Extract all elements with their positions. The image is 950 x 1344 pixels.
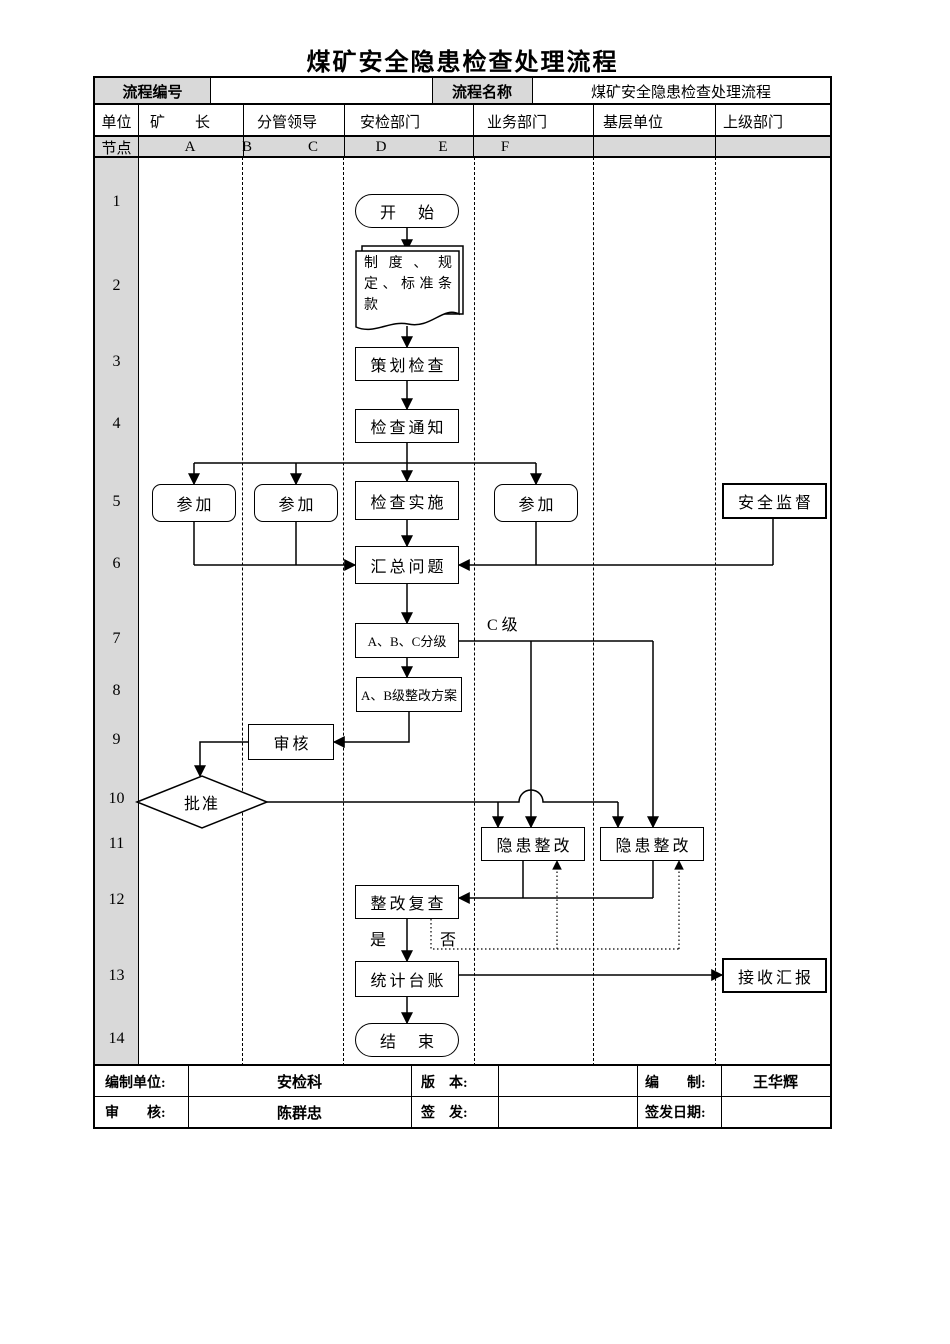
row-number: 4 xyxy=(112,415,121,432)
column-header-grassroots-unit: 基层单位 xyxy=(603,114,664,131)
table-line xyxy=(432,78,433,105)
table-outer-border xyxy=(93,76,832,1129)
label-c-level: C 级 xyxy=(487,617,518,634)
label-yes: 是 xyxy=(370,932,387,949)
node-hazard-rectification-business: 隐患整改 xyxy=(481,827,585,861)
node-start: 开 始 xyxy=(355,194,459,228)
node-plan-inspection: 策划检查 xyxy=(355,347,459,381)
column-header-mine-director: 矿 长 xyxy=(150,114,211,131)
table-line xyxy=(95,156,830,158)
column-divider xyxy=(242,157,243,1066)
row-number: 11 xyxy=(108,835,125,852)
process-no-label-cell: 流程编号 xyxy=(95,78,210,105)
node-letter-c: C xyxy=(307,139,318,155)
node-source-document-text: 制度、规定、标准条款 xyxy=(364,256,456,313)
row-number: 2 xyxy=(112,277,121,294)
table-line xyxy=(532,78,533,105)
table-line xyxy=(95,135,830,137)
table-line xyxy=(473,105,474,157)
label-no: 否 xyxy=(440,932,457,949)
node-label-cell: 节点 xyxy=(101,140,132,157)
footer-prepared-by-value: 安检科 xyxy=(276,1075,322,1091)
table-line xyxy=(498,1066,499,1127)
table-line xyxy=(715,105,716,157)
column-header-superior-dept: 上级部门 xyxy=(723,114,784,131)
table-line xyxy=(95,1064,830,1066)
decision-diamond-shape xyxy=(134,775,270,829)
document-shape xyxy=(355,250,460,331)
table-line xyxy=(210,78,211,105)
dotted-no-feedback-connectors xyxy=(430,860,684,950)
node-inspection-implement: 检查实施 xyxy=(355,481,459,520)
row-number: 13 xyxy=(108,967,125,984)
footer-issued-by-label: 签 发: xyxy=(421,1106,468,1121)
footer-compiler-label: 编 制: xyxy=(645,1075,706,1091)
node-participate-business: 参加 xyxy=(494,484,578,522)
table-line xyxy=(95,103,830,105)
row-number: 8 xyxy=(112,682,121,699)
column-header-safety-dept: 安检部门 xyxy=(360,114,421,131)
table-line xyxy=(95,1096,830,1097)
node-letter-b: B xyxy=(241,139,252,155)
footer-prepared-by-label: 编制单位: xyxy=(105,1075,166,1091)
table-line xyxy=(637,1066,638,1127)
flow-shapes xyxy=(134,245,464,829)
row-number-column xyxy=(95,157,138,1066)
node-summarize-issues: 汇总问题 xyxy=(355,546,459,584)
row-number: 9 xyxy=(112,731,121,748)
table-line xyxy=(188,1066,189,1127)
row-number: 14 xyxy=(108,1030,125,1047)
row-number: 7 xyxy=(112,630,121,647)
process-name-label-cell: 流程名称 xyxy=(432,78,532,105)
row-number: 5 xyxy=(112,493,121,510)
node-end: 结 束 xyxy=(355,1023,459,1057)
table-line xyxy=(344,105,345,157)
column-divider xyxy=(593,157,594,1066)
column-header-leader: 分管领导 xyxy=(257,114,318,131)
row-number: 3 xyxy=(112,353,121,370)
node-row-band xyxy=(95,137,830,157)
node-letter-f: F xyxy=(500,139,510,155)
row-number: 6 xyxy=(112,555,121,572)
row-number: 1 xyxy=(112,193,121,210)
column-divider xyxy=(343,157,344,1066)
node-approve-decision: 批准 xyxy=(183,796,220,813)
table-line xyxy=(411,1066,412,1127)
node-safety-supervision: 安全监督 xyxy=(722,483,827,519)
process-name-value-cell: 煤矿安全隐患检查处理流程 xyxy=(590,85,771,101)
footer-reviewer-label: 审 核: xyxy=(105,1106,166,1121)
unit-label-cell: 单位 xyxy=(101,114,132,131)
node-inspection-notice: 检查通知 xyxy=(355,409,459,443)
table-line xyxy=(721,1066,722,1127)
row-number: 10 xyxy=(108,790,125,807)
table-line xyxy=(138,157,139,1066)
footer-issue-date-label: 签发日期: xyxy=(645,1106,706,1121)
node-rectification-recheck: 整改复查 xyxy=(355,885,459,919)
node-abc-grading: A、B、C分级 xyxy=(355,623,459,658)
node-letter-d: D xyxy=(375,139,387,155)
row-number: 12 xyxy=(108,891,125,908)
table-line xyxy=(138,105,139,157)
column-divider xyxy=(715,157,716,1066)
solid-connectors xyxy=(188,228,774,1025)
column-divider xyxy=(474,157,475,1066)
page-title: 煤矿安全隐患检查处理流程 xyxy=(306,50,619,76)
table-line xyxy=(243,105,244,157)
node-letter-a: A xyxy=(184,139,196,155)
footer-reviewer-value: 陈群忠 xyxy=(276,1105,322,1122)
footer-compiler-value: 王华辉 xyxy=(752,1075,798,1091)
node-letter-e: E xyxy=(438,139,448,155)
node-participate-mine-director: 参加 xyxy=(152,484,236,522)
table-line xyxy=(593,105,594,157)
node-participate-leader: 参加 xyxy=(254,484,338,522)
footer-version-label: 版 本: xyxy=(421,1075,468,1091)
column-header-business-dept: 业务部门 xyxy=(487,114,548,131)
